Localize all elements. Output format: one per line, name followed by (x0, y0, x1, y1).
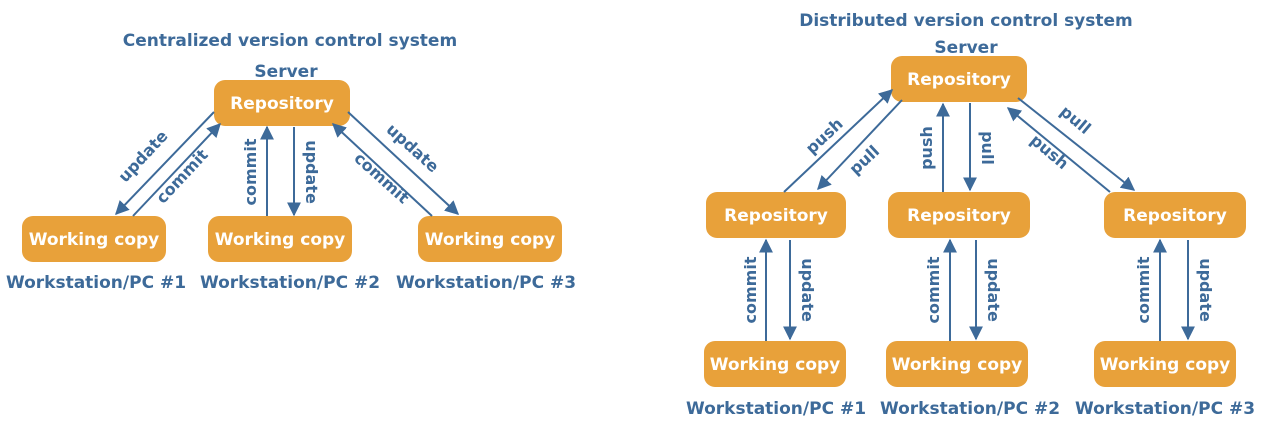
distributed-push-label-2: push (917, 126, 936, 170)
distributed-push-arrow-3 (1006, 107, 1111, 193)
centralized-working-copy-2: Working copy (208, 216, 352, 262)
centralized-update-label-1: update (114, 126, 171, 186)
centralized-update-label-2: update (302, 140, 321, 204)
repository-label: Repository (907, 70, 1011, 90)
centralized-workstation-3: Workstation/PC #3 (396, 273, 576, 293)
centralized-working-copy-1: Working copy (22, 216, 166, 262)
centralized-commit-arrow-1 (132, 122, 221, 217)
working-copy-label: Working copy (1100, 355, 1231, 375)
distributed-pull-arrow-1 (817, 99, 903, 191)
distributed-push-arrow-1 (783, 89, 894, 193)
distributed-workstation-2: Workstation/PC #2 (880, 399, 1060, 419)
distributed-update-label-1: update (798, 258, 817, 322)
centralized-title: Centralized version control system (123, 31, 457, 51)
distributed-update-label-2: update (984, 258, 1003, 322)
centralized-update-label-3: update (383, 120, 443, 177)
centralized-update-arrow-3 (347, 111, 460, 215)
distributed-local-repository-3: Repository (1104, 192, 1246, 238)
distributed-pull-label-1: pull (845, 141, 883, 178)
centralized-commit-label-3: commit (350, 148, 413, 207)
distributed-local-repository-1: Repository (706, 192, 846, 238)
repository-label: Repository (907, 206, 1011, 226)
centralized-commit-label-2: commit (241, 138, 260, 205)
working-copy-label: Working copy (215, 230, 346, 250)
working-copy-label: Working copy (425, 230, 556, 250)
distributed-workstation-1: Workstation/PC #1 (686, 399, 866, 419)
distributed-local-repository-2: Repository (888, 192, 1030, 238)
centralized-server-repository: Repository (214, 80, 350, 126)
repository-label: Repository (230, 94, 334, 114)
distributed-workstation-3: Workstation/PC #3 (1075, 399, 1255, 419)
distributed-working-copy-2: Working copy (886, 341, 1028, 387)
distributed-commit-label-3: commit (1134, 256, 1153, 323)
centralized-workstation-1: Workstation/PC #1 (6, 273, 186, 293)
distributed-commit-label-1: commit (741, 256, 760, 323)
distributed-push-label-1: push (802, 114, 847, 158)
distributed-server-label: Server (934, 38, 998, 58)
centralized-workstation-2: Workstation/PC #2 (200, 273, 380, 293)
centralized-commit-label-1: commit (152, 145, 212, 207)
centralized-working-copy-3: Working copy (418, 216, 562, 262)
distributed-working-copy-1: Working copy (704, 341, 846, 387)
centralized-update-arrow-1 (115, 111, 215, 216)
distributed-commit-label-2: commit (924, 256, 943, 323)
working-copy-label: Working copy (892, 355, 1023, 375)
repository-label: Repository (724, 206, 828, 226)
working-copy-label: Working copy (710, 355, 841, 375)
repository-label: Repository (1123, 206, 1227, 226)
centralized-server-label: Server (254, 62, 318, 82)
distributed-pull-arrow-3 (1017, 97, 1136, 191)
distributed-update-label-3: update (1196, 258, 1215, 322)
distributed-title: Distributed version control system (799, 11, 1133, 31)
distributed-pull-label-2: pull (978, 131, 997, 165)
distributed-server-repository: Repository (891, 56, 1027, 102)
distributed-working-copy-3: Working copy (1094, 341, 1236, 387)
centralized-commit-arrow-3 (331, 123, 433, 217)
working-copy-label: Working copy (29, 230, 160, 250)
